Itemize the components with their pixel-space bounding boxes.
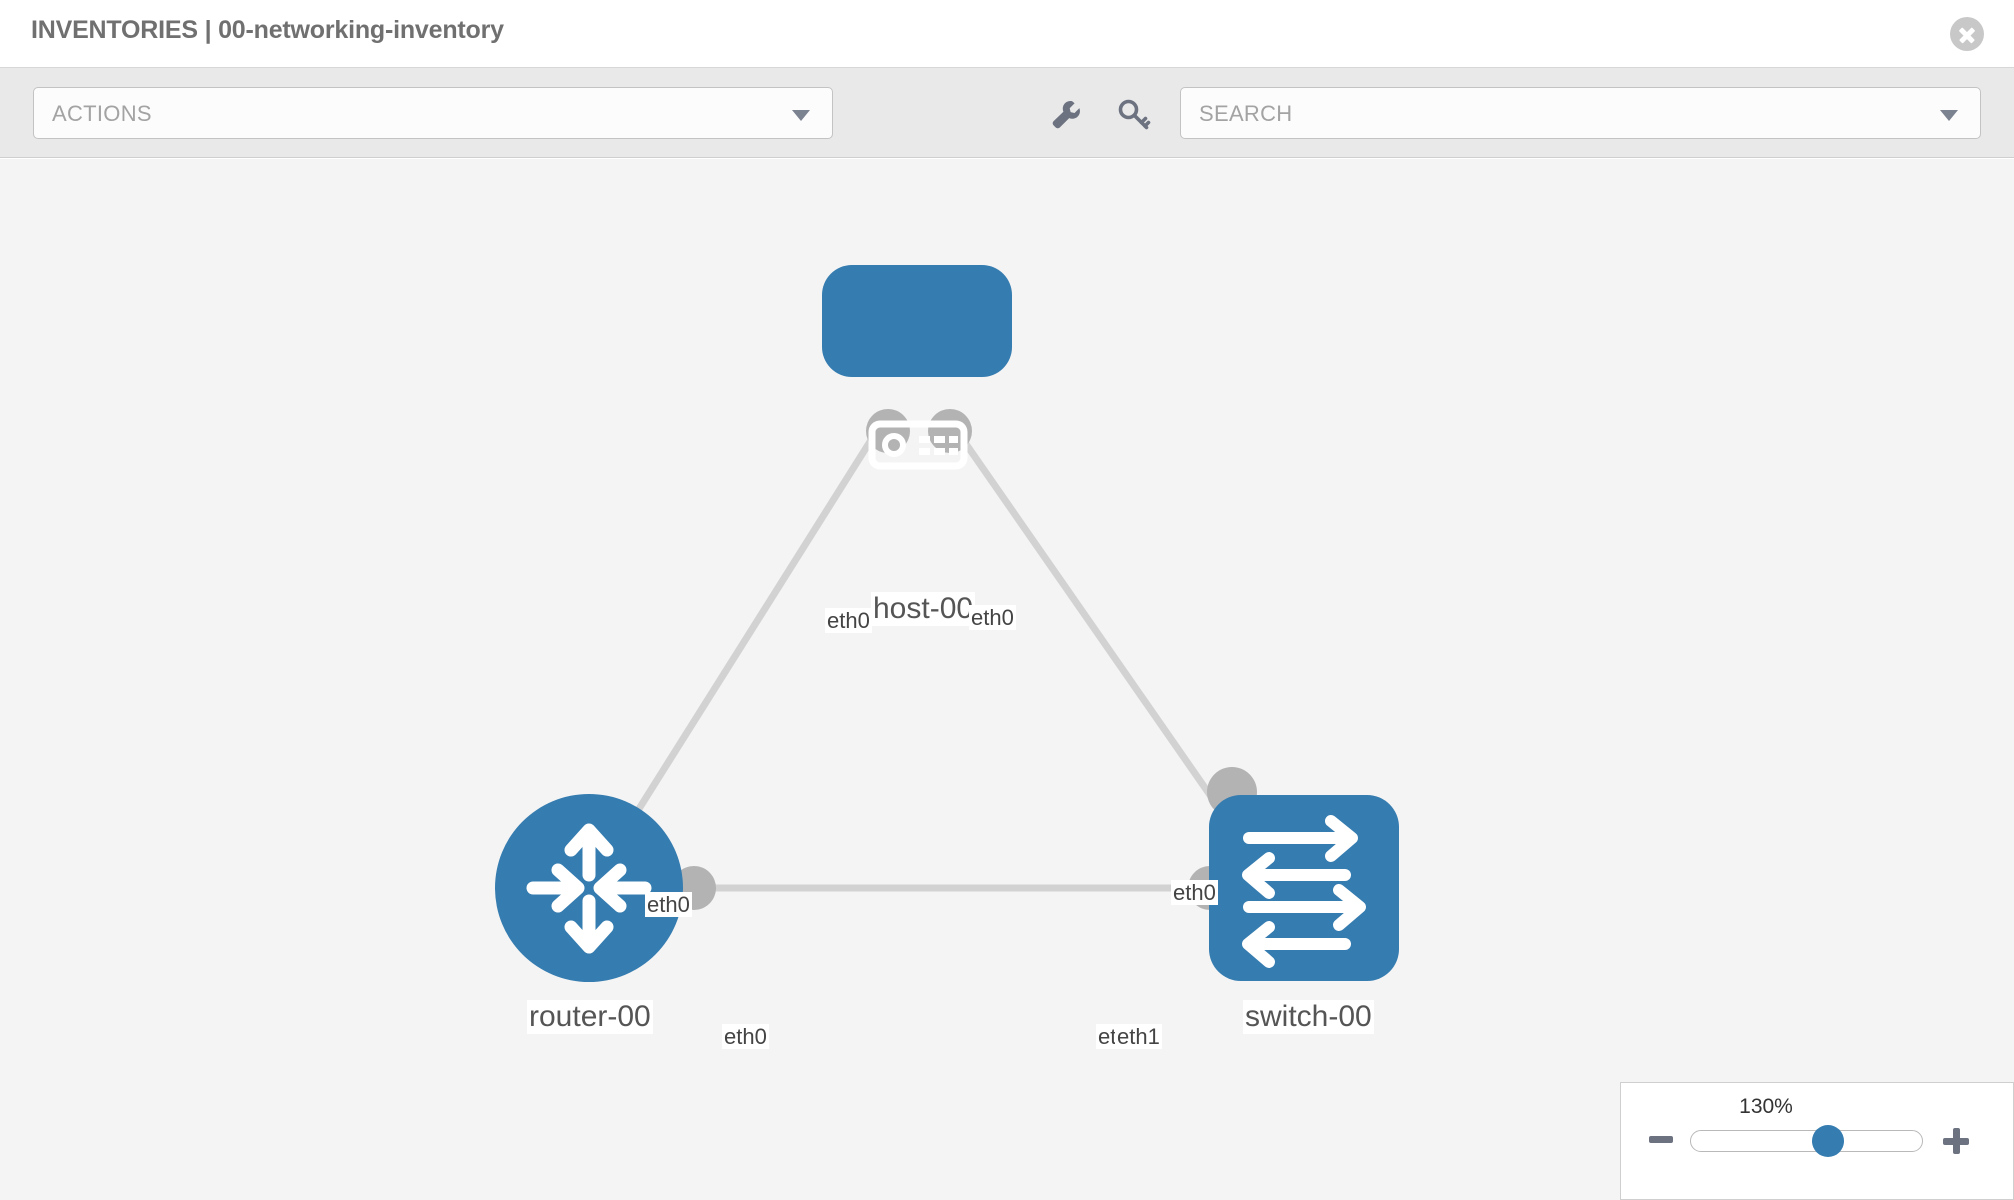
search-placeholder: SEARCH [1199, 101, 1293, 126]
zoom-slider-thumb[interactable] [1811, 1125, 1844, 1157]
zoom-slider-track[interactable] [1690, 1125, 1923, 1157]
topology-canvas[interactable]: eth0 host-00 eth0 eth0 eth0 eth0 eth0 et… [0, 159, 2014, 1200]
close-icon[interactable] [1950, 17, 1984, 51]
connector-host-left [866, 409, 910, 453]
edge-label-switch-left-port-b: eth1 [1115, 1024, 1162, 1050]
edge-label-host-left-port: eth0 [825, 608, 872, 634]
actions-dropdown[interactable]: ACTIONS [33, 87, 833, 139]
page-title: INVENTORIES | 00-networking-inventory [31, 16, 504, 44]
node-router-00 [495, 794, 683, 982]
zoom-out-button[interactable] [1649, 1128, 1673, 1150]
node-switch-00 [1209, 795, 1399, 981]
node-label-switch-00: switch-00 [1243, 1000, 1374, 1034]
zoom-in-button[interactable] [1943, 1128, 1969, 1154]
edge-host-router [617, 419, 886, 841]
edge-host-switch [947, 419, 1238, 833]
toolbar: ACTIONS SEARCH [0, 68, 2014, 158]
wrench-icon[interactable] [1049, 98, 1083, 132]
page-header: INVENTORIES | 00-networking-inventory [0, 0, 2014, 68]
node-label-router-00: router-00 [527, 1000, 653, 1034]
topology-graph [495, 265, 1399, 982]
chevron-down-icon [1940, 110, 1958, 121]
zoom-control-panel: 130% [1620, 1082, 2014, 1200]
graph-edges [617, 419, 1238, 892]
zoom-level-label: 130% [1739, 1095, 1793, 1118]
edge-label-host-right-port: eth0 [969, 605, 1016, 631]
key-icon[interactable] [1117, 98, 1151, 132]
chevron-down-icon [792, 110, 810, 121]
edge-label-switch-up-port: eth0 [1171, 880, 1218, 906]
actions-dropdown-label: ACTIONS [52, 101, 152, 126]
edge-label-router-right-port: eth0 [722, 1024, 769, 1050]
graph-connectors [672, 409, 1257, 910]
search-input[interactable]: SEARCH [1180, 87, 1981, 139]
node-label-host-00: host-00 [871, 592, 976, 626]
node-host-00 [822, 265, 1012, 470]
edge-label-router-up-port: eth0 [645, 892, 692, 918]
